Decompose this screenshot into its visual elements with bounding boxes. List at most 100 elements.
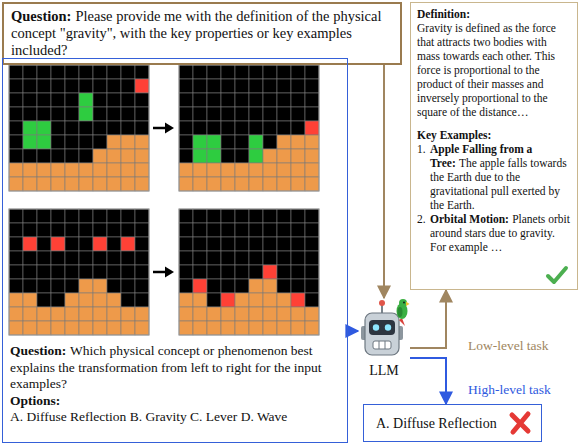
grid-cell [23, 321, 37, 335]
grid-cell [235, 135, 249, 149]
grid-cell [23, 307, 37, 321]
grid-cell [291, 121, 305, 135]
grid-cell [93, 223, 107, 237]
grid-cell [207, 163, 221, 177]
robot-icon [358, 298, 410, 362]
grid-cell [291, 177, 305, 191]
grid-cell [179, 307, 193, 321]
grid-cell [23, 251, 37, 265]
transform-arrow [165, 123, 174, 134]
grid-cell [65, 121, 79, 135]
grid-cell [193, 293, 207, 307]
grid-cell [221, 149, 235, 163]
grid-cell [121, 321, 135, 335]
grid-cell [249, 65, 263, 79]
grid-cell [207, 121, 221, 135]
grid-cell [263, 265, 277, 279]
grid-cell [305, 265, 319, 279]
grid-cell [207, 293, 221, 307]
grid-cell [37, 65, 51, 79]
grid-cell [37, 135, 51, 149]
grid-cell [121, 121, 135, 135]
grid-cell [207, 93, 221, 107]
grid-cell [179, 135, 193, 149]
grid-cell [23, 65, 37, 79]
grid-cell [291, 293, 305, 307]
grid-cell [291, 79, 305, 93]
input-grid [9, 209, 149, 335]
grid-cell [277, 177, 291, 191]
grid-cell [121, 65, 135, 79]
grid-cell [23, 163, 37, 177]
grid-cell [193, 223, 207, 237]
grid-cell [235, 65, 249, 79]
grid-border [9, 209, 149, 335]
grid-cell [291, 251, 305, 265]
grid-cell [221, 163, 235, 177]
grid-cell [179, 149, 193, 163]
grid-cell [79, 307, 93, 321]
grid-cell [235, 93, 249, 107]
grid-cell [193, 65, 207, 79]
output-grid [179, 209, 319, 335]
grid-cell [193, 107, 207, 121]
grid-cell [193, 177, 207, 191]
grid-cell [277, 237, 291, 251]
grid-cell [9, 251, 23, 265]
input-grid [9, 65, 149, 191]
grid-cell [305, 307, 319, 321]
grid-cell [93, 177, 107, 191]
grid-cell [291, 307, 305, 321]
text-body: Definition:Gravity is defined as the for… [417, 7, 571, 254]
grid-cell [221, 79, 235, 93]
grid-cell [121, 237, 135, 251]
text-body: Question:Which physical concept or pheno… [10, 343, 340, 426]
grid-cell [107, 93, 121, 107]
grid-cell [291, 265, 305, 279]
grid-cell [263, 251, 277, 265]
grid-cell [37, 307, 51, 321]
grid-cell [65, 279, 79, 293]
connector-arrow [410, 358, 446, 404]
grid-cell [179, 265, 193, 279]
grid-cell [65, 135, 79, 149]
grid-cell [277, 265, 291, 279]
grid-cell [121, 307, 135, 321]
grid-cell [121, 79, 135, 93]
grid-cell [79, 279, 93, 293]
edge-label: Low-level task [468, 338, 549, 354]
grid-cell [249, 107, 263, 121]
grid-cell [193, 209, 207, 223]
grid-cell [9, 307, 23, 321]
grid-cell [121, 265, 135, 279]
grid-cell [37, 209, 51, 223]
grid-cell [9, 65, 23, 79]
grid-cell [221, 135, 235, 149]
grid-cell [107, 251, 121, 265]
grid-cell [37, 107, 51, 121]
grid-cell [23, 93, 37, 107]
grid-cell [263, 163, 277, 177]
grid-cell [23, 223, 37, 237]
grid-border [179, 65, 319, 191]
grid-cell [207, 265, 221, 279]
grid-cell [263, 223, 277, 237]
grid-cell [263, 209, 277, 223]
grid-cell [135, 135, 149, 149]
grid-cell [221, 237, 235, 251]
grid-cell [51, 177, 65, 191]
grid-cell [51, 237, 65, 251]
text-line: Gravity is defined as the force that att… [417, 21, 571, 119]
grid-cell [9, 93, 23, 107]
text-line: A. Diffuse Reflection B. Gravity C. Leve… [10, 409, 340, 426]
llm-node: LLM [358, 298, 410, 379]
grid-cell [79, 163, 93, 177]
grid-cell [79, 65, 93, 79]
answer-box: A. Diffuse Reflection [363, 404, 542, 442]
grid-cell [37, 321, 51, 335]
connector-arrow [348, 330, 358, 332]
grid-cell [23, 279, 37, 293]
text-body: Question:Please provide me with the defi… [11, 8, 393, 59]
grid-cell [121, 293, 135, 307]
grid-cell [263, 293, 277, 307]
